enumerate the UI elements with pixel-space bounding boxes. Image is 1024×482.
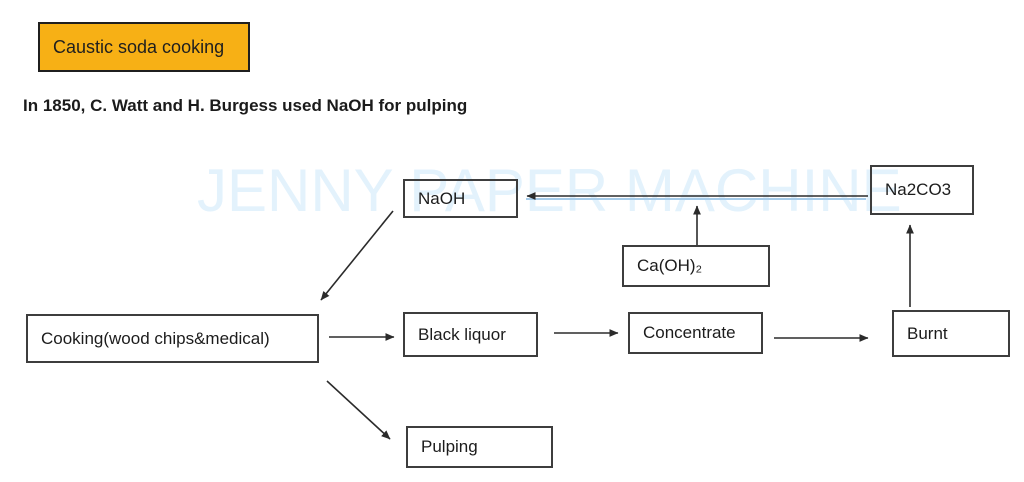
node-black-liquor: Black liquor [403, 312, 538, 357]
watermark-text: JENNY PAPER MACHINE [197, 157, 902, 224]
node-na2co3: Na2CO3 [870, 165, 974, 215]
node-naoh: NaOH [403, 179, 518, 218]
node-cooking-label: Cooking(wood chips&medical) [41, 328, 270, 348]
node-concentrate: Concentrate [628, 312, 763, 354]
node-naoh-label: NaOH [418, 188, 466, 208]
node-na2co3-label: Na2CO3 [885, 180, 952, 199]
title-badge: Caustic soda cooking [38, 22, 250, 72]
node-pulping-label: Pulping [421, 437, 478, 456]
arrow-naoh-to-cooking [320, 210, 394, 301]
node-black-liquor-label: Black liquor [418, 324, 506, 344]
node-burnt-label: Burnt [907, 323, 948, 343]
node-calcium-hydroxide-label: Ca(OH)₂ [637, 256, 703, 275]
node-burnt: Burnt [892, 310, 1010, 357]
node-concentrate-label: Concentrate [643, 323, 736, 342]
title-badge-label: Caustic soda cooking [53, 36, 225, 57]
node-cooking: Cooking(wood chips&medical) [26, 314, 319, 363]
heading-text: In 1850, C. Watt and H. Burgess used NaO… [23, 96, 468, 115]
node-pulping: Pulping [406, 426, 553, 468]
arrow-cooking-to-pulping [326, 380, 391, 440]
node-calcium-hydroxide: Ca(OH)₂ [622, 245, 770, 287]
